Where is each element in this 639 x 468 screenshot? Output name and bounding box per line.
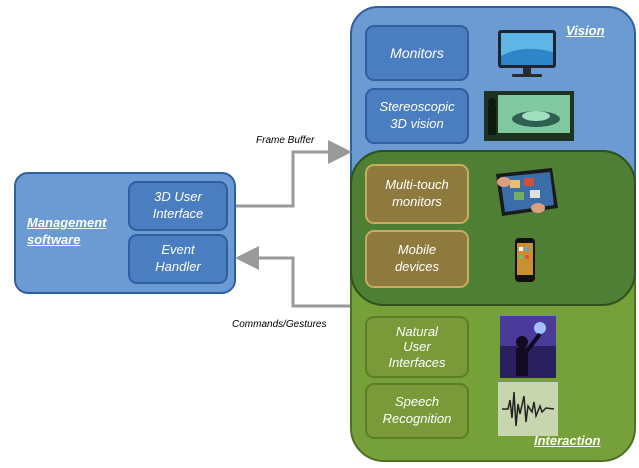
multitouch-picture xyxy=(490,164,562,220)
frame-buffer-label: Frame Buffer xyxy=(256,135,315,146)
ui-3d-label: 3D User Interface xyxy=(152,189,204,221)
stereoscopic-box: Stereoscopic 3D vision xyxy=(365,88,469,144)
monitor-picture xyxy=(492,26,562,81)
event-handler-label: Event Handler xyxy=(155,242,201,274)
frame-buffer-arrow xyxy=(236,140,352,208)
multitouch-box: Multi-touch monitors xyxy=(365,164,469,224)
stereoscopic-picture xyxy=(484,91,574,141)
speech-box: Speech Recognition xyxy=(365,383,469,439)
vision-title: Vision xyxy=(566,23,605,38)
event-handler-box: Event Handler xyxy=(128,234,228,284)
mobile-picture xyxy=(514,237,536,283)
commands-label: Commands/Gestures xyxy=(232,319,327,330)
management-title: Management software xyxy=(27,215,107,247)
ui-3d-box: 3D User Interface xyxy=(128,181,228,231)
stereoscopic-label: Stereoscopic 3D vision xyxy=(379,99,455,131)
nui-picture xyxy=(500,316,556,378)
speech-picture xyxy=(498,382,558,436)
commands-arrow xyxy=(235,246,350,308)
mobile-label: Mobile devices xyxy=(394,242,440,274)
interaction-title: Interaction xyxy=(534,433,601,448)
mobile-box: Mobile devices xyxy=(365,230,469,288)
monitors-label: Monitors xyxy=(390,44,444,61)
multitouch-label: Multi-touch monitors xyxy=(385,177,449,209)
nui-label: Natural User Interfaces xyxy=(388,323,446,370)
nui-box: Natural User Interfaces xyxy=(365,316,469,378)
monitors-box: Monitors xyxy=(365,25,469,81)
speech-label: Speech Recognition xyxy=(382,394,452,426)
